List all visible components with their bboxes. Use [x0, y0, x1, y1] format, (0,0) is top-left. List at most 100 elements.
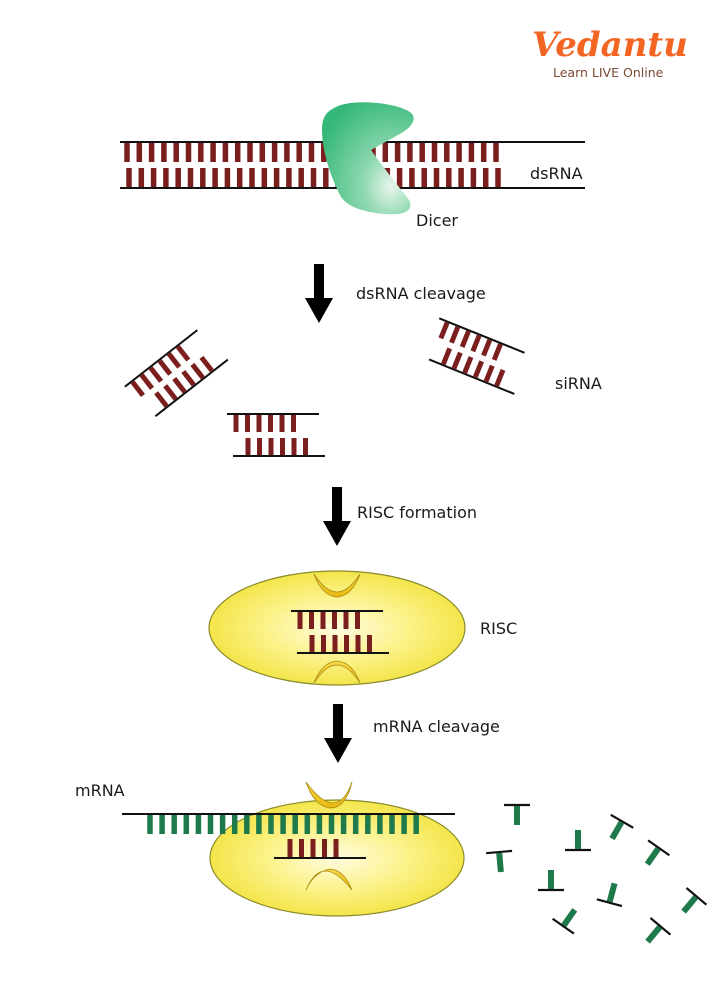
base-bar [462, 356, 474, 374]
base-bar [446, 168, 452, 187]
base-bar [451, 351, 463, 370]
base-bar [441, 347, 453, 366]
base-bar [172, 377, 187, 394]
base-bar [284, 143, 290, 162]
base-bar [299, 839, 304, 857]
base-bar [480, 143, 487, 162]
base-bar [308, 143, 315, 162]
fragment-backbone [649, 917, 672, 936]
fragment-base [681, 895, 699, 914]
base-bar [433, 168, 440, 187]
base-bar [431, 143, 438, 162]
mrna-fragment-icon [486, 849, 513, 873]
base-bar [148, 366, 164, 383]
base-bar [247, 143, 253, 162]
base-bar [367, 635, 372, 652]
fragment-base [645, 925, 663, 944]
fragment-base [575, 830, 581, 849]
fragment-base [644, 846, 661, 866]
base-bar [244, 815, 250, 834]
base-bar [175, 168, 181, 187]
mrna-bases [147, 815, 419, 834]
base-bar [261, 168, 268, 187]
base-bar [199, 355, 214, 373]
base-bar [130, 380, 145, 397]
base-bar [343, 612, 349, 629]
mrna-fragment-icon [681, 887, 708, 914]
base-bar [126, 168, 132, 187]
base-bar [245, 438, 251, 455]
step-dsrna-cleavage-label: dsRNA cleavage [356, 284, 486, 303]
base-bar [231, 815, 238, 834]
base-bar [459, 330, 471, 348]
base-bar [190, 362, 205, 380]
base-bar [370, 143, 376, 162]
base-bar [365, 815, 371, 834]
base-bar [138, 168, 145, 187]
dicer-label: Dicer [416, 211, 458, 230]
mrna-fragment-icon [504, 803, 530, 825]
base-bar [303, 438, 308, 455]
base-bar [322, 839, 327, 857]
crescent-bottom-icon [313, 660, 361, 684]
fragment-backbone [596, 898, 623, 908]
step-risc-formation-label: RISC formation [357, 503, 477, 522]
fragment-base [496, 852, 504, 873]
fragment-base [609, 820, 625, 841]
fragment-backbone [486, 849, 513, 855]
base-bar [212, 168, 218, 187]
fragment-base [606, 882, 618, 903]
base-bar [163, 384, 178, 401]
base-bar [181, 369, 196, 387]
base-bar [483, 364, 495, 383]
base-bar [482, 168, 489, 187]
base-bar [287, 839, 293, 857]
base-bar [195, 815, 202, 834]
mrna-fragment-icon [596, 882, 623, 908]
sirna-label: siRNA [555, 374, 602, 393]
base-bar [309, 635, 315, 652]
mrna-fragment-icon [645, 917, 672, 944]
arrow-down-icon [305, 264, 333, 323]
cleaved-mrna-fragments [486, 803, 708, 944]
base-bar [249, 168, 255, 187]
base-bar [333, 839, 339, 857]
base-bar [297, 612, 303, 629]
base-bar [259, 143, 266, 162]
risc-complex [208, 570, 466, 686]
base-bar [256, 815, 262, 834]
base-bar [421, 168, 427, 187]
base-bar [382, 143, 389, 162]
base-bar [200, 168, 206, 187]
base-bar [377, 815, 383, 834]
base-bar [233, 415, 239, 432]
base-bar [273, 168, 280, 187]
base-bar [166, 352, 182, 369]
base-bar [304, 815, 311, 834]
base-bar [280, 815, 286, 834]
base-bar [355, 635, 361, 652]
base-bar [219, 815, 226, 834]
base-bar [224, 168, 231, 187]
base-bar [316, 815, 323, 834]
top-backbone [124, 329, 198, 388]
crescent-bottom-icon [305, 868, 353, 891]
fragment-backbone [647, 839, 671, 857]
base-bar [419, 143, 425, 162]
fragment-backbone [551, 917, 575, 935]
base-bar [352, 815, 359, 834]
base-bar [444, 143, 450, 162]
base-bar [157, 359, 173, 376]
base-bar [139, 373, 155, 390]
base-bar [456, 143, 462, 162]
base-bar [268, 415, 273, 432]
base-bar [198, 143, 204, 162]
base-bar [279, 415, 285, 432]
base-bar [292, 815, 298, 834]
fragment-base [548, 870, 554, 889]
base-bar [154, 391, 169, 408]
base-bar [495, 168, 501, 187]
base-bar [493, 143, 499, 162]
fragment-base [561, 908, 578, 928]
